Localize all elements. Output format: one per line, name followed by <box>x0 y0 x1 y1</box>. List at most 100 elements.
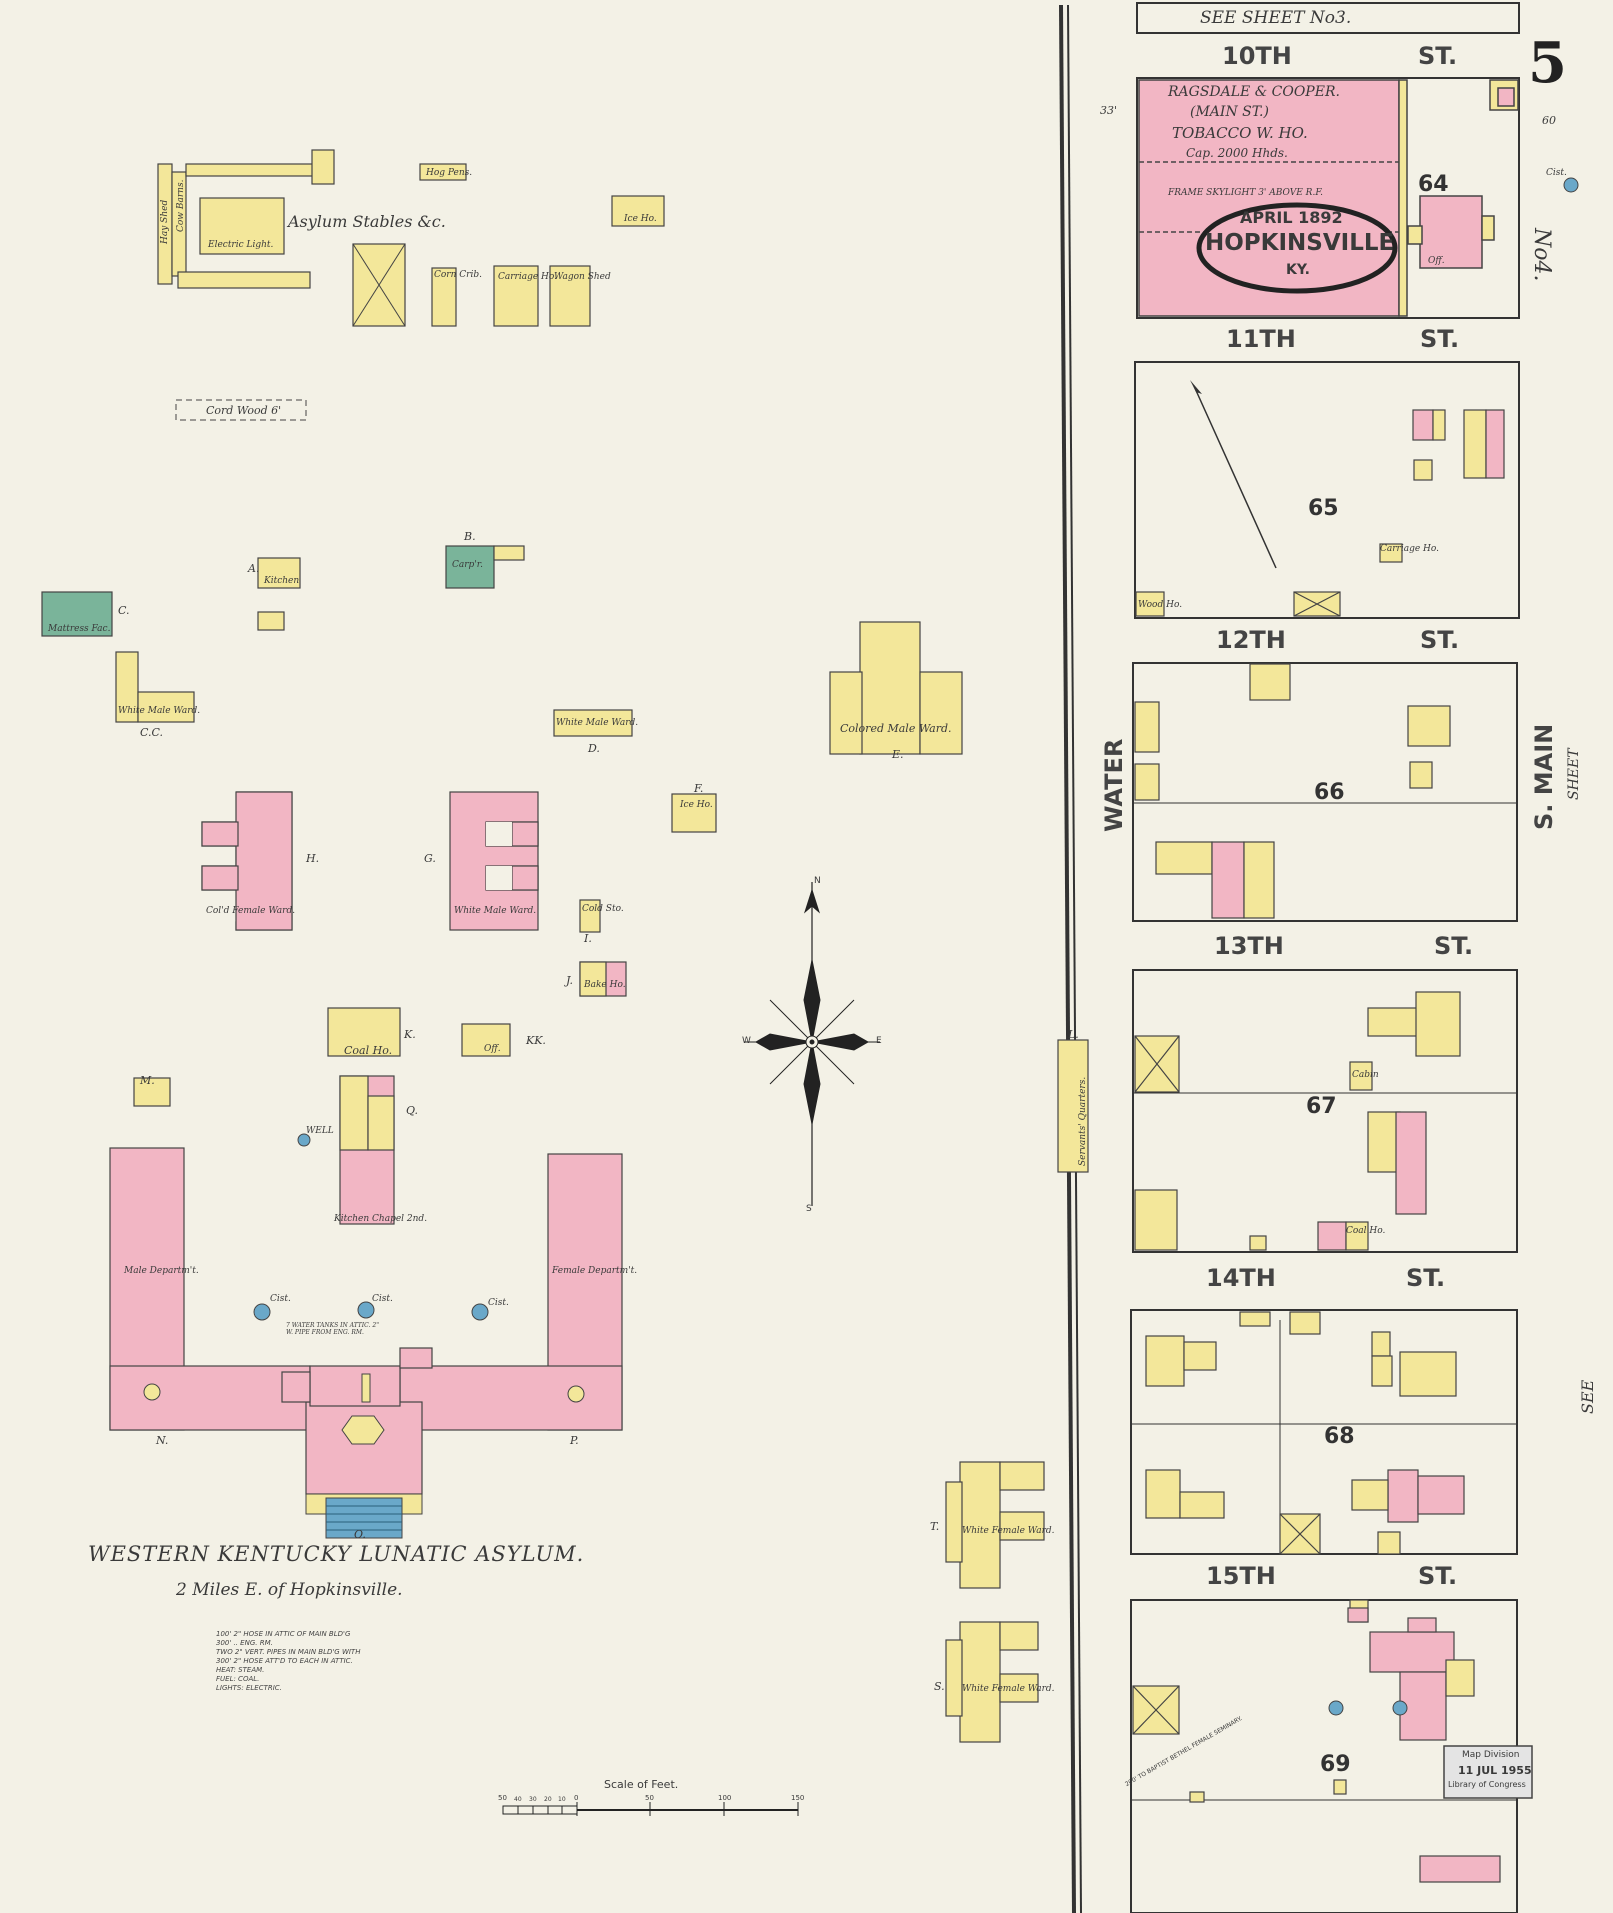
label-electric: Electric Light. <box>208 240 274 250</box>
asylum-note: 300' 2" HOSE ATT'D TO EACH IN ATTIC. <box>216 1657 353 1665</box>
letter-a: A. <box>248 562 260 575</box>
letter-g: G. <box>424 852 436 865</box>
asylum-note: TWO 2" VERT. PIPES IN MAIN BLD'G WITH <box>216 1648 361 1656</box>
label-cist-right: Cist. <box>1546 168 1567 178</box>
label-cold-female-ward: Col'd Female Ward. <box>206 906 296 916</box>
label-wagon-shed: Wagon Shed <box>554 272 611 282</box>
letter-f: F. <box>694 782 704 795</box>
block-65-buildings <box>1135 385 1505 617</box>
main-porch <box>325 1497 403 1539</box>
scale-tick: 100 <box>718 1794 732 1802</box>
letter-d: D. <box>588 742 600 755</box>
scale-tick: 30 <box>529 1796 537 1803</box>
label-cabin: Cabin <box>1352 1070 1379 1080</box>
block-69-buildings <box>1132 1599 1501 1883</box>
letter-b: B. <box>464 530 476 543</box>
letter-o: O. <box>354 1528 366 1541</box>
stair-tower-right <box>567 1385 585 1403</box>
label-ice-ho2: Ice Ho. <box>680 800 713 810</box>
street-15th: 15TH <box>1206 1562 1276 1590</box>
scale-tick: 150 <box>791 1794 805 1802</box>
central-dome <box>341 1415 385 1445</box>
letter-s: S. <box>934 1680 945 1693</box>
asylum-note: LIGHTS: ELECTRIC. <box>216 1684 282 1692</box>
compass-s: S <box>806 1204 812 1214</box>
see-bottom: SEE <box>1578 1379 1597 1414</box>
label-white-male-ward-b: White Male Ward. <box>556 718 639 728</box>
letter-cc: C.C. <box>140 726 164 739</box>
scale-tick: 0 <box>574 1794 579 1802</box>
label-white-male-ward-a: White Male Ward. <box>118 706 201 716</box>
label-well: WELL <box>306 1126 334 1136</box>
label-white-male-ward-c: White Male Ward. <box>454 906 537 916</box>
warehouse-type: TOBACCO W. HO. <box>1172 124 1308 142</box>
cistern-a <box>253 1303 271 1321</box>
see-sheet-box <box>1136 2 1520 34</box>
letter-k: K. <box>404 1028 416 1041</box>
label-cist-a: Cist. <box>270 1294 291 1304</box>
block-66-buildings <box>1134 663 1451 919</box>
street-11th: 11TH <box>1226 325 1296 353</box>
label-cist-c: Cist. <box>488 1298 509 1308</box>
cistern-b <box>357 1301 375 1319</box>
label-water-tanks: 7 WATER TANKS IN ATTIC. 2" W. PIPE FROM … <box>286 1322 379 1336</box>
label-white-female-ward-t: White Female Ward. <box>962 1526 1055 1536</box>
north-arrow-65 <box>1190 380 1202 394</box>
scale-tick: 50 <box>498 1794 507 1802</box>
label-dist-33: 33' <box>1100 104 1118 117</box>
sheet-number: 5 <box>1528 30 1567 96</box>
asylum-wards <box>201 791 539 931</box>
warehouse-skylight: FRAME SKYLIGHT 3' ABOVE R.F. <box>1168 188 1324 198</box>
street-13th-st: ST. <box>1434 932 1474 960</box>
asylum-note: 100' 2" HOSE IN ATTIC OF MAIN BLD'G <box>216 1630 351 1638</box>
scale-tick: 40 <box>514 1796 522 1803</box>
cistern-c <box>471 1303 489 1321</box>
stamp-state: KY. <box>1286 262 1310 278</box>
scale-tick: 20 <box>544 1796 552 1803</box>
compass-e: E <box>876 1036 882 1046</box>
warehouse-office: Off. <box>1428 256 1445 266</box>
label-cord-wood: Cord Wood 6' <box>206 404 282 417</box>
street-14th-st: ST. <box>1406 1264 1446 1292</box>
scale-bar <box>502 1802 799 1816</box>
compass-n: N <box>814 876 821 886</box>
asylum-note: FUEL: COAL. <box>216 1675 260 1683</box>
block-67-number: 67 <box>1306 1094 1337 1119</box>
label-coal-ho: Coal Ho. <box>344 1044 393 1057</box>
scale-tick: 50 <box>645 1794 654 1802</box>
block-66-number: 66 <box>1314 780 1345 805</box>
block-68-buildings <box>1145 1311 1465 1555</box>
label-colored-male-ward: Colored Male Ward. <box>840 722 952 735</box>
street-15th-st: ST. <box>1418 1562 1458 1590</box>
asylum-main-building <box>109 1075 623 1495</box>
letter-m: M. <box>140 1074 155 1087</box>
asylum-south-wards <box>945 1461 1045 1743</box>
letter-i: I. <box>584 932 592 945</box>
stamp-city: HOPKINSVILLE <box>1205 230 1395 256</box>
hopkinsville-stamp-oval <box>1196 202 1398 294</box>
compass-rose <box>744 882 880 1206</box>
block-69-number: 69 <box>1320 1752 1351 1777</box>
label-wood-ho: Wood Ho. <box>1138 600 1183 610</box>
label-cold-sto: Cold Sto. <box>582 904 624 914</box>
scale-tick: 10 <box>558 1796 566 1803</box>
label-ice-ho: Ice Ho. <box>624 214 657 224</box>
street-water: WATER <box>1100 738 1128 832</box>
letter-e: E. <box>892 748 904 761</box>
letter-c: C. <box>118 604 130 617</box>
letter-j: J. <box>566 974 574 987</box>
stamp-line-1: Map Division <box>1462 1750 1520 1760</box>
street-10th: 10TH <box>1222 42 1292 70</box>
block-64-number: 64 <box>1418 172 1449 197</box>
letter-n: N. <box>156 1434 169 1447</box>
block-67-outline <box>1132 969 1518 1253</box>
label-bake-ho: Bake Ho. <box>584 980 626 990</box>
see-sheet-top: SEE SHEET No3. <box>1200 8 1352 28</box>
label-coal: Coal Ho. <box>1346 1226 1386 1236</box>
porch-lines <box>326 1505 402 1531</box>
letter-kk: KK. <box>526 1034 546 1047</box>
block-65-number: 65 <box>1308 496 1339 521</box>
compass-w: W <box>742 1036 751 1046</box>
letter-q: Q. <box>406 1104 418 1117</box>
